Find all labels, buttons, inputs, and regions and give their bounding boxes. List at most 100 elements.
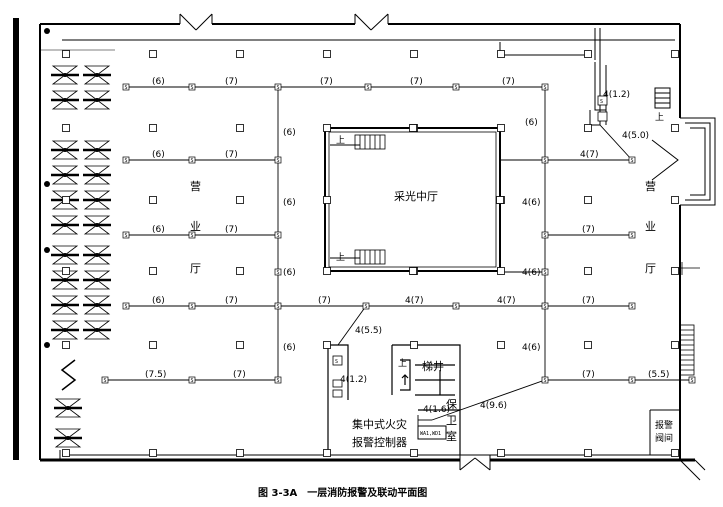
column (323, 196, 331, 204)
column (410, 449, 418, 457)
w-r2-1: (6) (152, 150, 165, 160)
w-v-1: (6) (283, 128, 296, 138)
w-m-3: 4(5.5) (355, 326, 382, 336)
smoke-detector: S (628, 156, 636, 164)
fan-unit (54, 428, 82, 448)
column (62, 267, 70, 275)
column (584, 341, 592, 349)
w-m-4: 4(1.2) (340, 375, 367, 385)
figure-caption: 图 3-3A 一层消防报警及联动平面图 (258, 486, 427, 499)
w-r1-1: (6) (152, 77, 165, 87)
right-stair (678, 262, 700, 376)
detector-symbol: S (277, 304, 280, 310)
column (409, 267, 417, 275)
w-v-5: (6) (525, 118, 538, 128)
controller-label-2: 报警控制器 (352, 435, 407, 449)
detector-symbol: S (544, 378, 547, 384)
detector-symbol: S (455, 85, 458, 91)
w-r3-3: (7) (582, 225, 595, 235)
right-entrance (651, 117, 716, 206)
outer-walls (13, 18, 695, 462)
smoke-detector: S (122, 156, 130, 164)
controller-box (417, 425, 447, 440)
smoke-detector: S (122, 302, 130, 310)
column (409, 124, 417, 132)
w-r3-1: (6) (152, 225, 165, 235)
detector-symbol: S (367, 85, 370, 91)
detector-symbol: S (544, 270, 547, 276)
detector-symbol: S (277, 378, 280, 384)
column (149, 341, 157, 349)
hall-left-char-3: 厅 (190, 262, 201, 275)
detector-symbol: S (125, 85, 128, 91)
column (584, 267, 592, 275)
smoke-detector: S (122, 231, 130, 239)
smoke-detector: S (541, 376, 549, 384)
smoke-detector: S (541, 156, 549, 164)
w-r2-2: (7) (225, 150, 238, 160)
w-r5-2: (7) (233, 370, 246, 380)
detector-symbol: S (191, 304, 194, 310)
w-r1-2: (7) (225, 77, 238, 87)
column (671, 124, 679, 132)
detector-symbol: S (191, 85, 194, 91)
bottom-entrance (459, 455, 491, 471)
column (323, 449, 331, 457)
fan-unit (54, 398, 82, 418)
device-s-2: S (600, 99, 603, 105)
detector-symbol: S (277, 233, 280, 239)
zigzag-connector (60, 359, 77, 391)
detector-symbol: S (125, 304, 128, 310)
column (149, 267, 157, 275)
hall-right-char-1: 营 (645, 179, 656, 193)
fan-unit (83, 140, 111, 160)
shaft-devices (332, 95, 608, 398)
alarm-valve-label-1: 报警 (655, 419, 673, 431)
w-r5-1: (7.5) (145, 370, 166, 380)
smoke-detector: S (541, 302, 549, 310)
smoke-detector: S (364, 83, 372, 91)
stair-up-3: 上 (398, 358, 407, 369)
fan-unit (83, 90, 111, 110)
detector-symbol: S (277, 85, 280, 91)
w-r4-3: (7) (318, 296, 331, 306)
shaft-label: 梯井 (422, 359, 444, 373)
hall-right-char-2: 业 (645, 220, 656, 233)
w-v-8: 4(6) (522, 343, 540, 353)
column (62, 124, 70, 132)
w-v-7: 4(6) (522, 268, 540, 278)
w-r4-5: 4(7) (497, 296, 515, 306)
fan-unit (51, 270, 79, 290)
fan-unit (83, 165, 111, 185)
stair-up-4: 上 (655, 112, 664, 123)
guard-char-3: 室 (446, 429, 457, 443)
detector-symbol: S (544, 158, 547, 164)
w-r4-1: (6) (152, 296, 165, 306)
w-m-2: 4(5.0) (622, 131, 649, 141)
w-m-5: 4(1.6) (423, 405, 450, 415)
column (236, 267, 244, 275)
column (236, 196, 244, 204)
column (671, 449, 679, 457)
smoke-detector: S (122, 83, 130, 91)
column (496, 196, 504, 204)
smoke-detector: S (362, 302, 370, 310)
column (584, 449, 592, 457)
smoke-detector: S (274, 83, 282, 91)
w-r3-2: (7) (225, 225, 238, 235)
fan-unit (83, 190, 111, 210)
column (62, 341, 70, 349)
fan-unit (83, 245, 111, 265)
detector-symbol: S (631, 304, 634, 310)
detector-symbol: S (277, 158, 280, 164)
detector-symbol: S (631, 158, 634, 164)
stair-up-1: 上 (336, 135, 345, 146)
column (236, 449, 244, 457)
atrium-label: 采光中厅 (394, 189, 438, 203)
column (671, 267, 679, 275)
column (410, 50, 418, 58)
guard-char-2: 卫 (446, 414, 457, 427)
w-r2-3: 4(7) (580, 150, 598, 160)
column (62, 196, 70, 204)
detector-symbol: S (191, 158, 194, 164)
